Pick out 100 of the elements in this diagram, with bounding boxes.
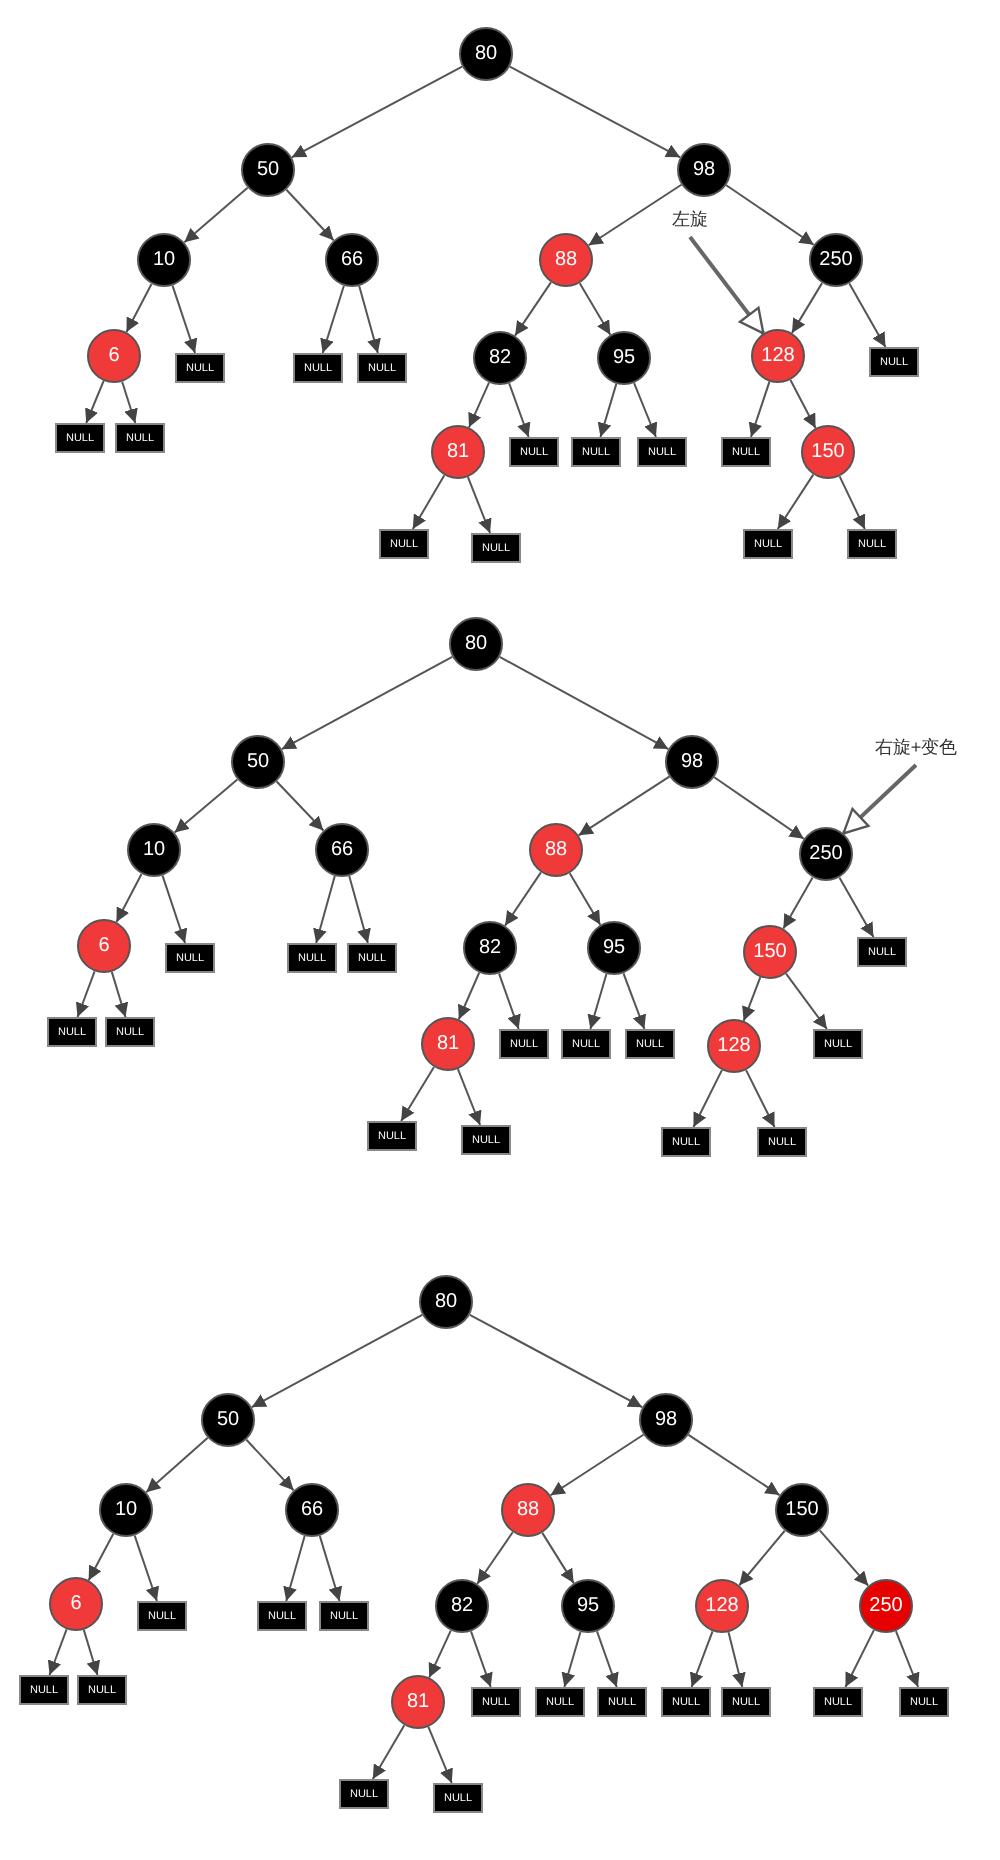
tree-node-circle: 150 bbox=[743, 925, 797, 979]
arrow bbox=[171, 284, 198, 354]
arrow bbox=[568, 872, 602, 926]
tree-node-circle: 81 bbox=[431, 425, 485, 479]
arrow bbox=[121, 380, 138, 424]
tree-node-circle: 6 bbox=[87, 329, 141, 383]
arrow bbox=[508, 65, 682, 159]
tree-node-circle: 82 bbox=[463, 921, 517, 975]
tree-node-circle: 81 bbox=[391, 1675, 445, 1729]
tree-node-circle: 80 bbox=[449, 617, 503, 671]
arrow bbox=[250, 1313, 424, 1409]
arrow bbox=[578, 282, 612, 336]
arrow bbox=[456, 1068, 482, 1126]
tree-node-circle: 88 bbox=[529, 823, 583, 877]
annotation-text: 左旋 bbox=[670, 207, 710, 233]
arrow bbox=[577, 775, 671, 837]
tree-node-circle: 80 bbox=[459, 27, 513, 81]
arrow bbox=[838, 475, 866, 530]
arrow bbox=[161, 874, 188, 944]
arrow bbox=[110, 970, 129, 1018]
arrow bbox=[514, 281, 552, 337]
arrow bbox=[848, 282, 887, 348]
arrow bbox=[358, 285, 381, 354]
arrow bbox=[498, 655, 670, 751]
arrow bbox=[498, 972, 521, 1030]
tree-node-circle: 128 bbox=[707, 1019, 761, 1073]
arrow bbox=[371, 1724, 406, 1780]
arrow bbox=[587, 183, 683, 247]
arrow bbox=[87, 1532, 115, 1582]
tree-node-circle: 66 bbox=[325, 233, 379, 287]
tree-node-circle: 95 bbox=[587, 921, 641, 975]
tree-node-circle: 50 bbox=[241, 143, 295, 197]
arrow bbox=[290, 65, 464, 159]
tree-node-circle: 10 bbox=[137, 233, 191, 287]
arrow bbox=[145, 1436, 209, 1494]
arrow bbox=[75, 970, 96, 1018]
tree-node-circle: 50 bbox=[201, 1393, 255, 1447]
arrow bbox=[504, 871, 542, 927]
arrow bbox=[285, 188, 335, 242]
tree-node-circle: 6 bbox=[77, 919, 131, 973]
arrow bbox=[842, 763, 918, 835]
arrow bbox=[789, 378, 817, 430]
tree-node-circle: 150 bbox=[775, 1483, 829, 1537]
tree-node-circle: 82 bbox=[435, 1579, 489, 1633]
tree-node-circle: 82 bbox=[473, 331, 527, 385]
tree-node-circle: 88 bbox=[539, 233, 593, 287]
arrow bbox=[427, 1725, 453, 1784]
tree-node-circle: 66 bbox=[285, 1483, 339, 1537]
tree-node-circle: 98 bbox=[665, 735, 719, 789]
arrow bbox=[173, 778, 239, 834]
arrow bbox=[541, 1531, 575, 1585]
arrow bbox=[245, 1438, 295, 1492]
arrow bbox=[283, 1535, 306, 1602]
arrow bbox=[725, 184, 815, 246]
annotation-text: 右旋+变色 bbox=[872, 735, 960, 761]
arrow bbox=[82, 1628, 101, 1676]
arrow bbox=[318, 1534, 343, 1602]
tree-node-circle: 95 bbox=[597, 331, 651, 385]
tree-node-circle: 128 bbox=[695, 1579, 749, 1633]
arrow bbox=[688, 235, 765, 335]
arrow bbox=[183, 186, 249, 244]
arrow bbox=[738, 1529, 786, 1587]
arrow bbox=[466, 476, 492, 534]
tree-node-circle: 150 bbox=[801, 425, 855, 479]
arrow bbox=[727, 1631, 746, 1688]
tree-node-circle: 98 bbox=[639, 1393, 693, 1447]
arrow bbox=[275, 780, 325, 832]
arrow bbox=[411, 474, 446, 530]
arrow bbox=[596, 1630, 619, 1688]
arrow bbox=[687, 1433, 781, 1497]
arrow bbox=[745, 1069, 776, 1128]
tree-node-circle: 95 bbox=[561, 1579, 615, 1633]
arrow bbox=[790, 282, 824, 334]
arrow bbox=[428, 1629, 452, 1679]
arrow bbox=[622, 972, 646, 1030]
arrow bbox=[320, 284, 345, 354]
tree-node-circle: 81 bbox=[421, 1017, 475, 1071]
tree-node-circle: 250 bbox=[809, 233, 863, 287]
arrow bbox=[549, 1433, 645, 1497]
arrow bbox=[47, 1628, 68, 1676]
arrow bbox=[782, 876, 814, 930]
tree-node-circle: 10 bbox=[127, 823, 181, 877]
arrow bbox=[280, 655, 454, 751]
arrow bbox=[133, 1534, 160, 1602]
tree-node-circle: 50 bbox=[231, 735, 285, 789]
arrow bbox=[894, 1630, 920, 1688]
arrow bbox=[313, 875, 336, 944]
arrow bbox=[818, 1529, 870, 1587]
tree-node-circle: 10 bbox=[99, 1483, 153, 1537]
tree-node-circle: 98 bbox=[677, 143, 731, 197]
arrow bbox=[476, 1531, 514, 1585]
arrow bbox=[785, 972, 828, 1030]
arrow bbox=[468, 1313, 644, 1409]
arrow bbox=[85, 379, 105, 424]
tree-node-circle: 6 bbox=[49, 1577, 103, 1631]
arrow bbox=[776, 473, 815, 530]
arrow bbox=[470, 1630, 493, 1688]
arrow bbox=[125, 282, 153, 334]
arrow bbox=[468, 381, 490, 429]
arrow bbox=[457, 971, 481, 1021]
